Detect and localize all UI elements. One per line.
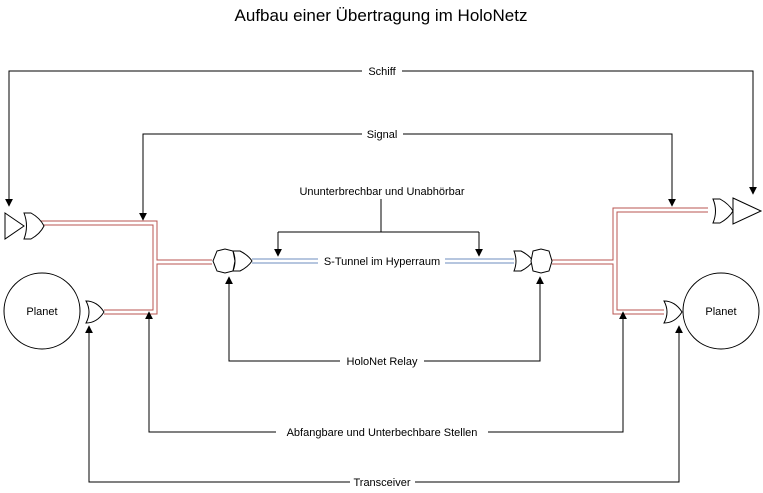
planet-left-transceiver-icon [85, 300, 105, 324]
label-schiff: Schiff [368, 66, 396, 78]
relay-left-transceiver [212, 248, 253, 274]
hyperspace-tunnel-line [252, 254, 514, 268]
ship-left-buffer-icon [4, 212, 25, 240]
relay-right-gate-icon [513, 250, 534, 272]
relay-arrow-left [225, 276, 340, 362]
planet-left-circle [3, 272, 81, 350]
abfangbare-arrow-right [488, 311, 627, 433]
planet-left-label: Planet [26, 306, 57, 318]
planet-right-circle [682, 272, 760, 350]
ship-left-gate-icon [23, 212, 45, 240]
schiff-arrow-right [402, 70, 757, 195]
label-ununterbrechbar: Ununterbrechbar und Unabhörbar [299, 186, 464, 198]
signal-arrow-left [139, 133, 362, 221]
connector-lines [5, 70, 757, 483]
label-signal: Signal [367, 129, 398, 141]
transceiver-arrow-right [415, 325, 683, 483]
planet-right-label: Planet [705, 306, 736, 318]
relay-left-gate-icon [232, 250, 253, 272]
cable-lines-inner [40, 208, 708, 314]
label-holonet-relay: HoloNet Relay [347, 356, 418, 368]
ship-right-buffer-icon [732, 197, 763, 225]
relay-right-octagon-icon [530, 248, 553, 274]
ship-right-gate-icon [712, 198, 734, 224]
label-transceiver: Transceiver [353, 477, 410, 489]
diagram-title: Aufbau einer Übertragung im HoloNetz [235, 6, 528, 25]
label-abfangbare: Abfangbare und Unterbechbare Stellen [287, 427, 478, 439]
transceiver-arrow-left [85, 325, 350, 483]
signal-arrow-right [403, 133, 676, 207]
relay-arrow-right [424, 276, 544, 362]
ship-left-transceiver [4, 212, 45, 240]
relay-left-octagon-icon [212, 248, 236, 274]
schiff-arrow-left [5, 70, 362, 207]
label-s-tunnel: S-Tunnel im Hyperraum [324, 256, 440, 268]
ship-right-transceiver [712, 197, 763, 225]
abfangbare-arrow-left [145, 311, 276, 433]
relay-right-transceiver [513, 248, 553, 274]
planet-right-transceiver-icon [663, 300, 683, 324]
